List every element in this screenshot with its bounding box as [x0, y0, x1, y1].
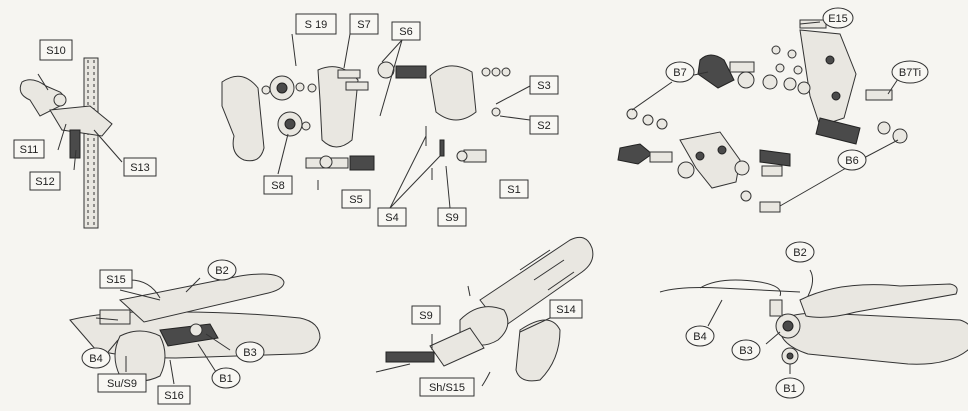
- svg-text:B2: B2: [215, 265, 228, 277]
- label-b3-right: B3: [731, 339, 761, 361]
- svg-text:B2: B2: [793, 247, 806, 259]
- label-b2-left: B2: [207, 259, 237, 281]
- svg-text:B4: B4: [89, 353, 102, 365]
- rear-derailleur-drawing: [221, 33, 531, 209]
- svg-text:S1: S1: [507, 184, 520, 196]
- svg-text:S5: S5: [349, 194, 362, 206]
- label-s3: S3: [529, 75, 559, 95]
- label-b4-right: B4: [685, 325, 715, 347]
- svg-text:B7Ti: B7Ti: [899, 67, 921, 79]
- label-b7: B7: [665, 61, 695, 83]
- svg-text:Su/S9: Su/S9: [107, 378, 137, 390]
- svg-text:S4: S4: [385, 212, 398, 224]
- label-s7: S7: [349, 13, 379, 35]
- svg-text:S15: S15: [106, 274, 126, 286]
- svg-text:B1: B1: [219, 373, 232, 385]
- label-sh-s15: Sh/S15: [419, 377, 475, 397]
- label-s9-top: S9: [437, 207, 467, 227]
- svg-text:S11: S11: [20, 144, 39, 156]
- svg-text:S9: S9: [419, 310, 432, 322]
- svg-text:S6: S6: [399, 26, 412, 38]
- label-b1-left: B1: [211, 367, 241, 389]
- label-s5: S5: [341, 189, 371, 209]
- svg-text:S3: S3: [537, 80, 550, 92]
- svg-text:B6: B6: [845, 155, 858, 167]
- svg-text:S7: S7: [357, 19, 370, 31]
- svg-text:S10: S10: [46, 45, 66, 57]
- svg-text:B1: B1: [783, 383, 796, 395]
- label-b6: B6: [837, 149, 867, 171]
- label-s1: S1: [499, 179, 529, 199]
- svg-text:B3: B3: [739, 345, 752, 357]
- front-derailleur-drawing: [19, 57, 123, 229]
- label-b4-left: B4: [81, 347, 111, 369]
- label-s12: S12: [29, 171, 61, 191]
- label-e15: E15: [822, 7, 854, 29]
- svg-text:S13: S13: [130, 162, 150, 174]
- brake-lever-drawing: [659, 269, 968, 374]
- label-s11: S11: [13, 139, 45, 159]
- label-s6: S6: [391, 21, 421, 41]
- label-s9-bottom: S9: [411, 305, 441, 325]
- label-b3-left: B3: [235, 341, 265, 363]
- brake-shift-lever-drawing: [69, 273, 321, 385]
- svg-text:S16: S16: [164, 390, 184, 402]
- label-b2-right: B2: [785, 241, 815, 263]
- svg-text:S9: S9: [445, 212, 458, 224]
- svg-text:B4: B4: [693, 331, 706, 343]
- svg-text:S8: S8: [271, 180, 284, 192]
- label-s10: S10: [39, 39, 73, 61]
- svg-text:S14: S14: [556, 304, 576, 316]
- label-s8: S8: [263, 175, 293, 195]
- label-b1-right: B1: [775, 377, 805, 399]
- svg-text:Sh/S15: Sh/S15: [429, 382, 465, 394]
- svg-text:S 19: S 19: [305, 19, 328, 31]
- svg-text:E15: E15: [828, 13, 848, 25]
- brake-exploded-drawing: [617, 19, 908, 213]
- label-s16: S16: [157, 385, 191, 405]
- twist-shifter-drawing: [375, 236, 594, 387]
- svg-text:B3: B3: [243, 347, 256, 359]
- label-s13: S13: [123, 157, 157, 177]
- label-s2: S2: [529, 115, 559, 135]
- label-s14: S14: [549, 299, 583, 319]
- label-b7ti: B7Ti: [891, 60, 929, 84]
- svg-text:B7: B7: [673, 67, 686, 79]
- label-s15: S15: [99, 269, 133, 289]
- label-su-s9: Su/S9: [97, 373, 147, 393]
- label-s4: S4: [377, 207, 407, 227]
- label-s19: S 19: [295, 13, 337, 35]
- svg-text:S12: S12: [35, 176, 55, 188]
- svg-text:S2: S2: [537, 120, 550, 132]
